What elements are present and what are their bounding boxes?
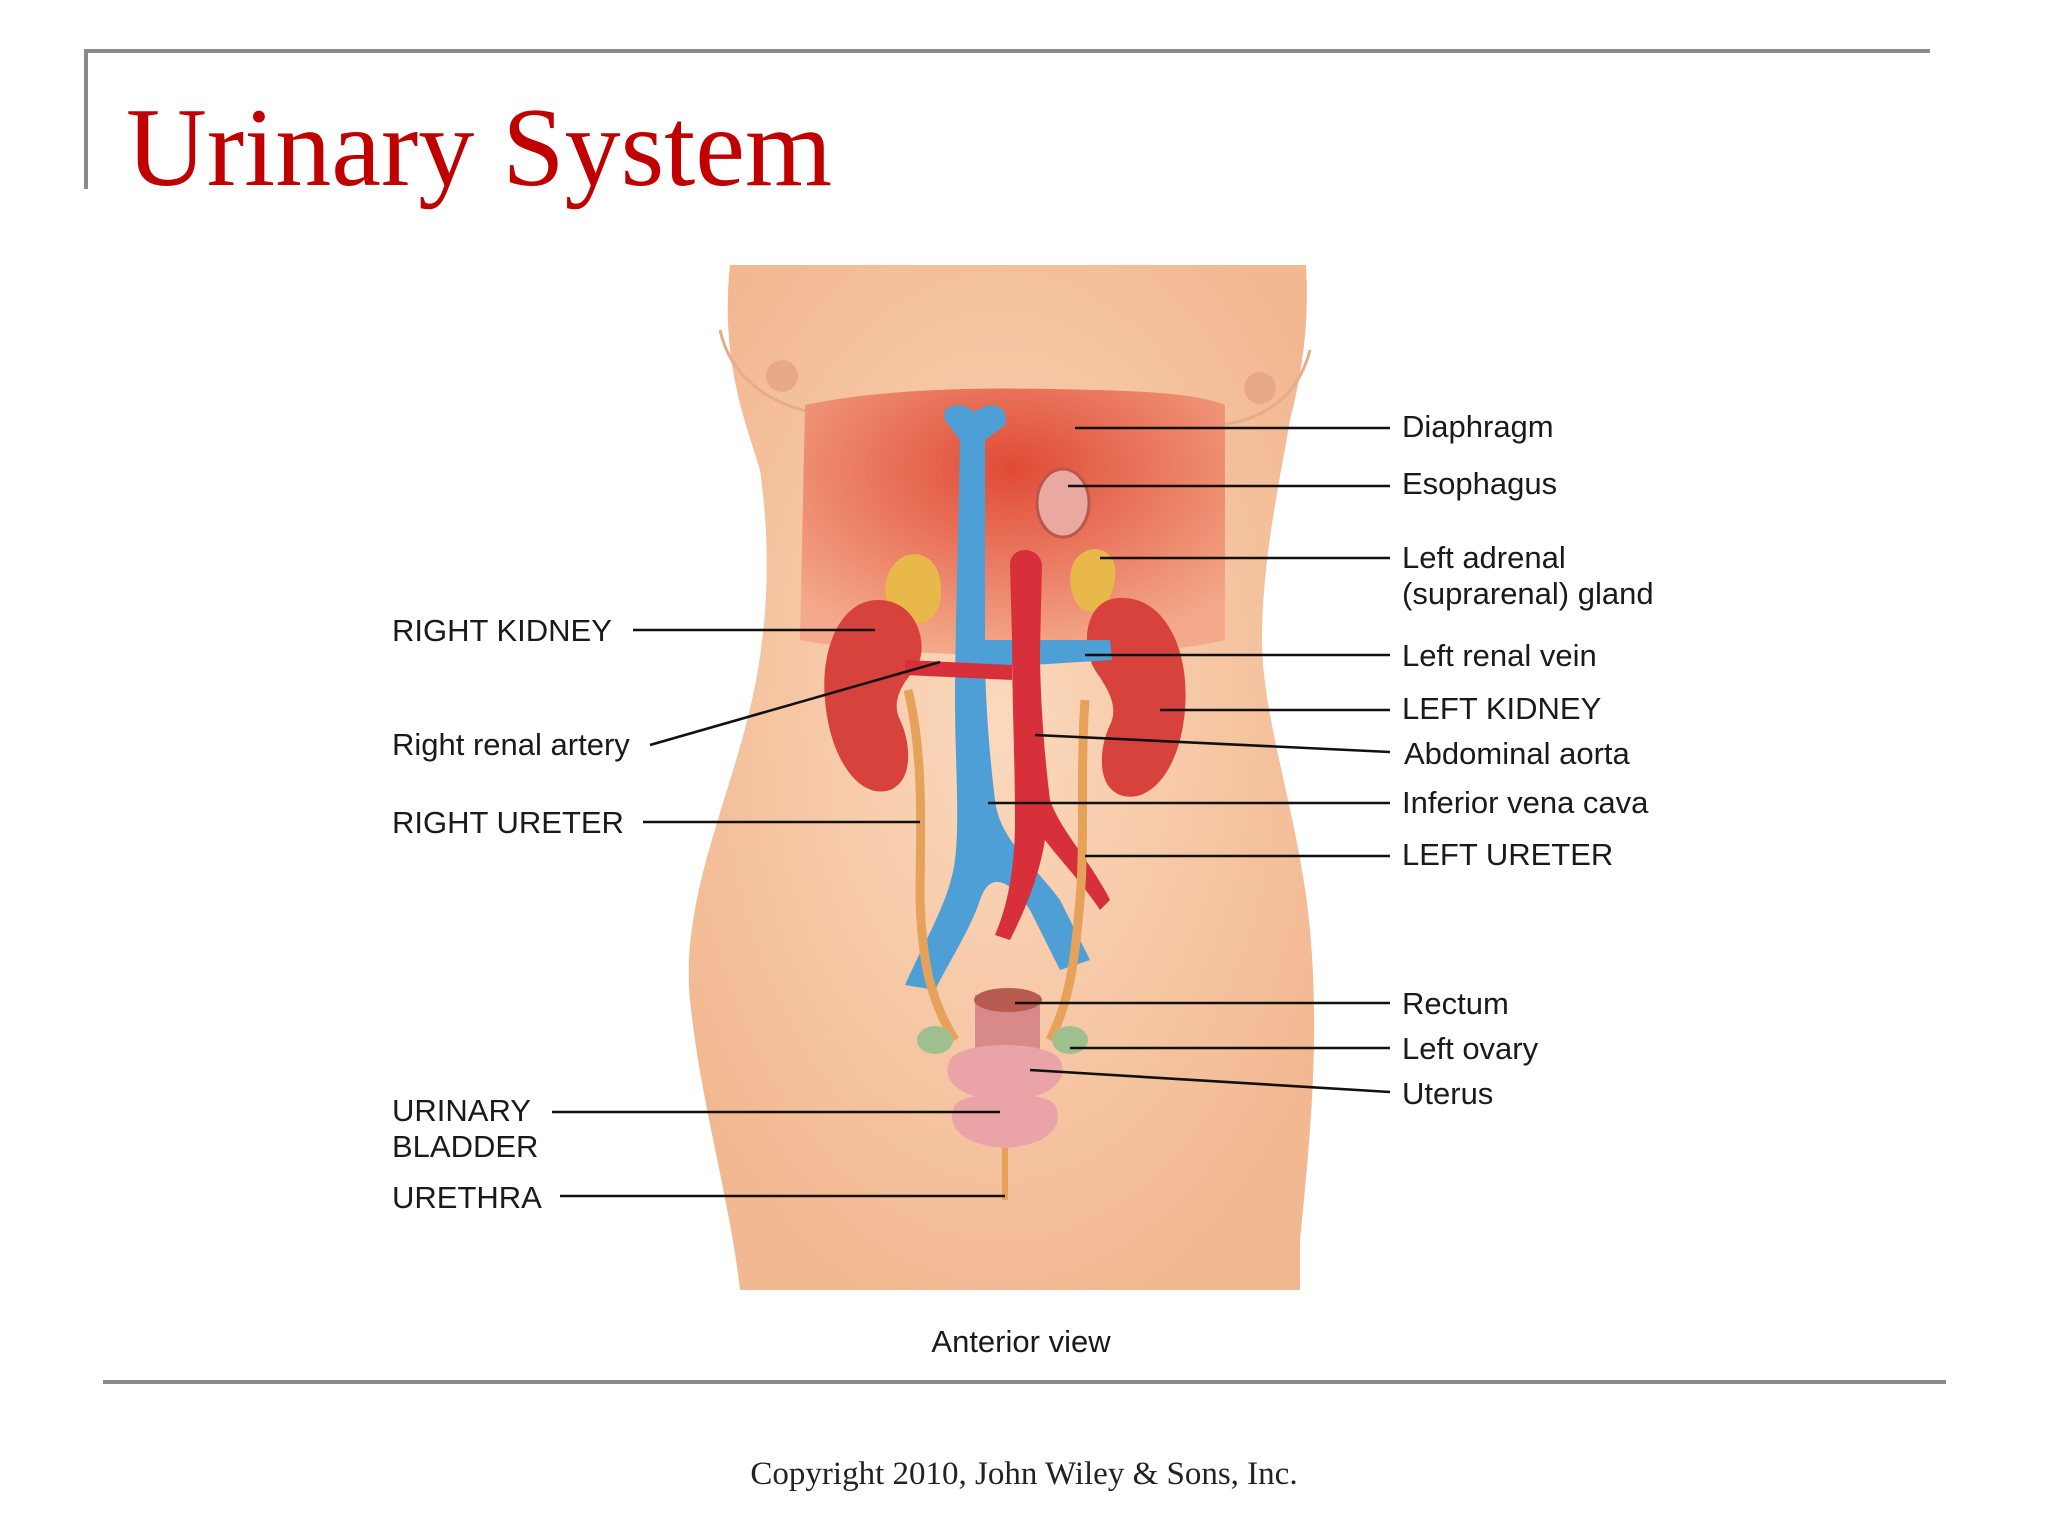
label-urethra: URETHRA (392, 1180, 542, 1215)
label-right-renal-artery: Right renal artery (392, 727, 630, 762)
label-left-ureter: LEFT URETER (1402, 837, 1613, 872)
copyright-notice: Copyright 2010, John Wiley & Sons, Inc. (750, 1456, 1298, 1492)
label-urinary-bladder-line2: BLADDER (392, 1129, 538, 1164)
label-inferior-vena-cava: Inferior vena cava (1402, 785, 1649, 820)
label-right-ureter: RIGHT URETER (392, 805, 624, 840)
label-left-renal-vein: Left renal vein (1402, 638, 1597, 673)
left-breast-nipple (766, 360, 798, 392)
right-ureter (903, 688, 959, 1043)
label-uterus: Uterus (1402, 1076, 1493, 1111)
label-left-kidney: LEFT KIDNEY (1402, 691, 1601, 726)
bottom-rule (103, 1380, 1946, 1384)
label-rectum: Rectum (1402, 986, 1509, 1021)
inferior-vena-cava (905, 430, 1090, 990)
label-abdominal-aorta: Abdominal aorta (1404, 736, 1631, 771)
diagram-caption: Anterior view (931, 1324, 1111, 1359)
label-urinary-bladder-line1: URINARY (392, 1093, 531, 1128)
label-left-ovary: Left ovary (1402, 1031, 1539, 1066)
left-rule (84, 49, 88, 189)
urinary-bladder (952, 1093, 1058, 1148)
leader-lines (552, 426, 1391, 1198)
uterus (947, 1045, 1063, 1100)
abdominal-aorta (995, 550, 1110, 940)
label-left-adrenal-line2: (suprarenal) gland (1402, 576, 1654, 611)
right-kidney (824, 600, 922, 792)
slide-title: Urinary System (126, 86, 833, 210)
esophagus (1035, 467, 1091, 539)
left-kidney (1086, 597, 1186, 797)
left-ureter (1045, 699, 1090, 1043)
label-left-adrenal-line1: Left adrenal (1402, 540, 1566, 575)
svc-top (944, 405, 1006, 440)
left-adrenal-gland (1070, 549, 1116, 612)
rectum-opening (974, 988, 1042, 1012)
top-rule (84, 49, 1930, 53)
right-ovary (917, 1026, 953, 1054)
label-right-kidney: RIGHT KIDNEY (392, 613, 612, 648)
left-ovary (1052, 1026, 1088, 1054)
label-diaphragm: Diaphragm (1402, 409, 1554, 444)
label-esophagus: Esophagus (1402, 466, 1557, 501)
right-breast-nipple (1244, 372, 1276, 404)
